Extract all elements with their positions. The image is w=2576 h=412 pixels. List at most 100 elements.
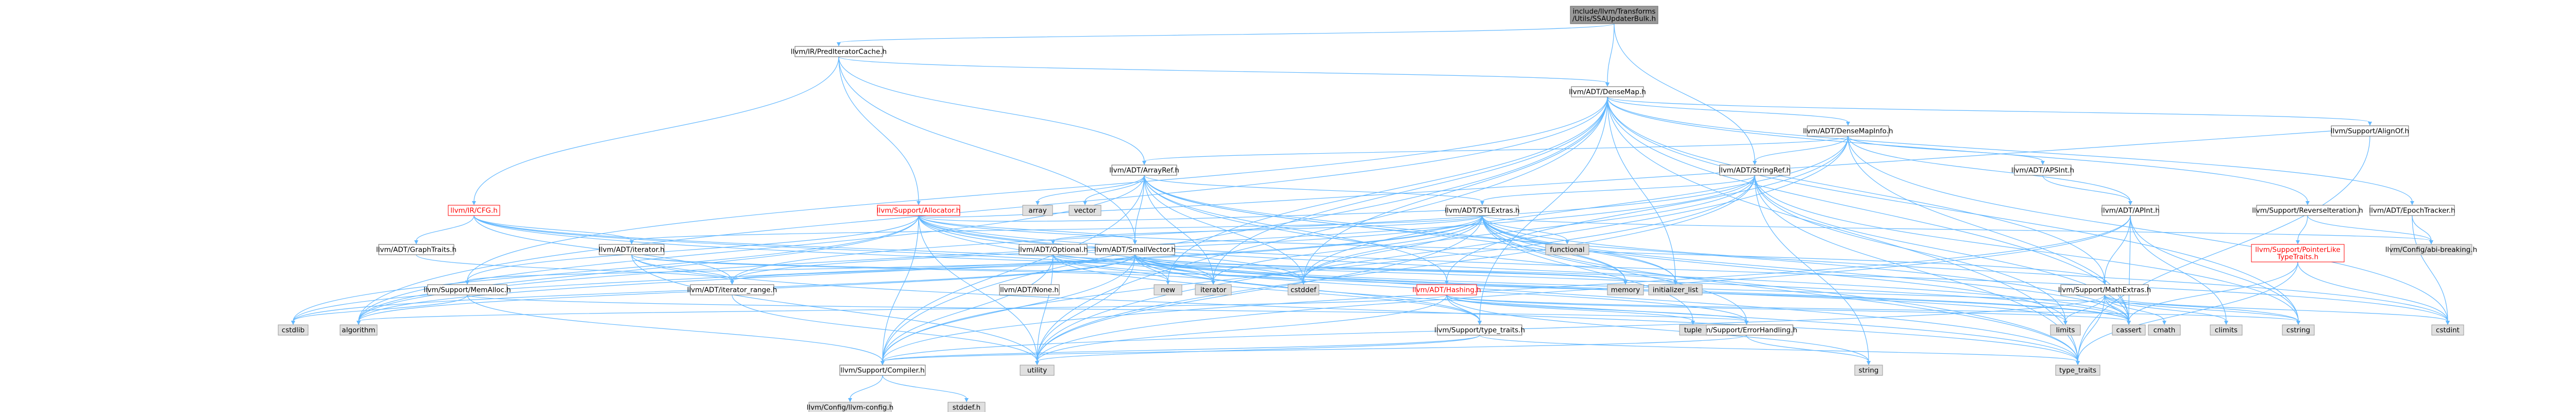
graph-node-compilerh[interactable]: llvm/Support/Compiler.h [839,365,926,376]
dependency-edge [1848,136,2448,322]
graph-node-typetraits[interactable]: llvm/Support/type_traits.h [1434,324,1525,336]
graph-node-label: llvm/ADT/iterator_range.h [687,286,777,294]
graph-node-box [2055,365,2100,376]
graph-node-label: cassert [2116,326,2142,335]
dependency-edge [1754,175,2299,322]
graph-node-std_new: new [1154,284,1182,295]
dependency-edge [918,215,2078,362]
edge-arrowhead [2296,321,2300,325]
graph-node-label: llvm/Support/ReverseIteration.h [2252,207,2363,215]
graph-node-allocator[interactable]: llvm/Support/Allocator.h [877,205,961,216]
dependency-edge [1037,96,1608,362]
dependency-edge [1134,254,2066,322]
edge-arrowhead [465,281,469,285]
dependency-edge [1053,254,1480,322]
graph-node-label: /Utils/SSAUpdaterBulk.h [1572,15,1656,23]
dependency-edge [2065,294,2105,322]
dependency-edge [918,215,2105,282]
graph-node-label: cstddef [1291,286,1317,294]
graph-node-stringref[interactable]: llvm/ADT/StringRef.h [1719,164,1791,176]
graph-node-box [2369,205,2455,216]
dependency-edge [473,215,1304,282]
dependency-edge [1037,175,1145,202]
graph-node-preditercache[interactable]: llvm/IR/PredIteratorCache.h [791,46,887,57]
dependency-edge [631,254,2078,362]
dependency-edge [1144,175,1483,202]
graph-node-label: climits [2215,326,2238,335]
dependency-edge [467,96,1608,282]
dependency-edge [1134,175,1145,241]
graph-node-smallvector[interactable]: llvm/ADT/SmallVector.h [1094,244,1176,255]
dependency-edge [1482,215,2078,362]
edge-arrowhead [848,398,852,402]
graph-node-apint[interactable]: llvm/ADT/APInt.h [2101,205,2160,216]
graph-node-label: llvm/Support/MathExtras.h [2058,286,2151,294]
graph-node-box [1111,164,1177,176]
graph-node-box [1607,284,1644,295]
graph-node-label: llvm/ADT/DenseMap.h [1569,88,1646,96]
edge-arrowhead [2127,321,2131,325]
edge-arrowhead [1565,240,1569,244]
edge-arrowhead [1083,201,1087,205]
graph-node-label: llvm/Support/ErrorHandling.h [1696,326,1797,335]
graph-node-memalloc[interactable]: llvm/Support/MemAlloc.h [423,284,511,295]
graph-node-stlextras[interactable]: llvm/ADT/STLExtras.h [1445,205,1520,216]
edge-arrowhead [1480,201,1484,205]
dependency-edge [918,215,2448,322]
graph-node-errorhandling[interactable]: llvm/Support/ErrorHandling.h [1696,324,1798,336]
dependency-edge [293,294,468,322]
dependency-edge [293,215,1483,322]
graph-node-iterrange[interactable]: llvm/ADT/iterator_range.h [687,284,777,295]
dependency-edge [1446,136,1849,282]
graph-node-densemapinfo[interactable]: llvm/ADT/DenseMapInfo.h [1803,125,1893,137]
graph-node-nonefile[interactable]: llvm/ADT/None.h [999,284,1060,295]
graph-node-label: llvm/ADT/DenseMapInfo.h [1803,127,1893,136]
graph-node-graphtraits[interactable]: llvm/ADT/GraphTraits.h [376,244,456,255]
graph-node-label: llvm/ADT/EpochTracker.h [2369,207,2455,215]
graph-node-std_cstddef: cstddef [1287,284,1319,295]
graph-node-label: llvm/ADT/StringRef.h [1719,167,1791,175]
graph-node-box [2102,205,2159,216]
dependency-edge [1482,215,2448,322]
dependency-edge [882,96,1608,362]
graph-node-arrayref[interactable]: llvm/ADT/ArrayRef.h [1109,164,1179,176]
graph-node-apsint[interactable]: llvm/ADT/APSInt.h [2011,164,2074,176]
graph-node-reverseiter[interactable]: llvm/Support/ReverseIteration.h [2252,205,2363,216]
graph-node-std_functional: functional [1545,244,1589,255]
graph-node-std_tuple: tuple [1679,324,1707,336]
graph-node-epochtracker[interactable]: llvm/ADT/EpochTracker.h [2369,205,2455,216]
edge-arrowhead [2128,201,2132,205]
dependency-edge [1134,254,2299,322]
dependency-edge [1479,96,1608,322]
graph-node-label: vector [1074,207,1096,215]
graph-node-abibreaking: llvm/Config/abi-breaking.h [2385,244,2477,255]
graph-node-alignof[interactable]: llvm/Support/AlignOf.h [2331,125,2409,137]
graph-node-box [808,402,892,412]
dependency-edge [631,215,1483,241]
graph-node-label: llvm/ADT/Hashing.h [1412,286,1481,294]
edge-arrowhead [964,398,969,402]
graph-node-hashing[interactable]: llvm/ADT/Hashing.h [1412,284,1481,295]
graph-node-box [1095,244,1175,255]
graph-node-label: algorithm [342,326,375,335]
graph-node-optional[interactable]: llvm/ADT/Optional.h [1018,244,1088,255]
dependency-edge [1144,175,2078,362]
graph-node-box [999,284,1060,295]
dependency-edge [2128,215,2131,322]
graph-node-label: array [1028,207,1046,215]
dependency-edge [473,56,839,202]
graph-node-mathextras[interactable]: llvm/Support/MathExtras.h [2058,284,2151,295]
graph-node-densemap[interactable]: llvm/ADT/DenseMap.h [1569,86,1646,97]
graph-node-label: cstdint [2436,326,2460,335]
dependency-edge [1144,175,1304,282]
dependency-edge [1848,136,2131,202]
graph-node-cfg[interactable]: llvm/IR/CFG.h [448,205,500,216]
edge-arrowhead [472,201,476,205]
dependency-edge [1482,175,1755,202]
graph-node-box [2112,324,2146,336]
edge-arrowhead [2306,201,2310,205]
dependency-edge [1134,254,1168,282]
graph-node-label: llvm/Support/MemAlloc.h [423,286,511,294]
graph-node-iteratorh[interactable]: llvm/ADT/iterator.h [599,244,665,255]
